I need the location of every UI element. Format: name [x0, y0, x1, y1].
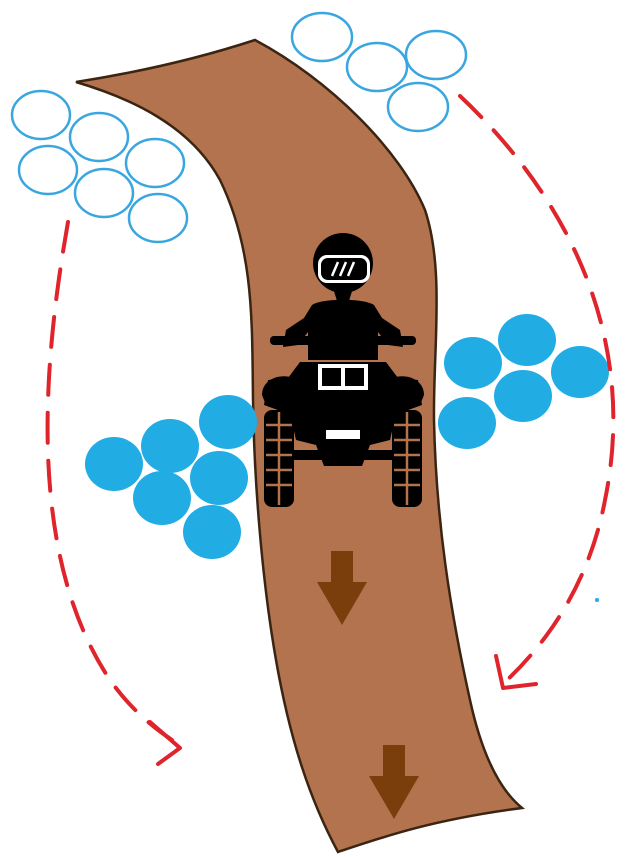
filled-circle — [85, 437, 143, 491]
open-circle — [406, 31, 466, 79]
open-circle — [75, 169, 133, 217]
open-circle — [70, 113, 128, 161]
open-circle — [292, 13, 352, 61]
filled-circle — [494, 370, 552, 422]
filled-circle-cluster-left — [85, 395, 257, 559]
filled-circle — [438, 397, 496, 449]
filled-circle — [183, 505, 241, 559]
filled-circle — [141, 419, 199, 473]
open-circle — [126, 139, 184, 187]
filled-circle — [444, 337, 502, 389]
open-circle — [19, 146, 77, 194]
filled-circle — [133, 471, 191, 525]
open-circle — [388, 83, 448, 131]
filled-circle — [190, 451, 248, 505]
open-circle — [347, 43, 407, 91]
filled-circle-cluster-right — [438, 314, 609, 449]
chevron-left-path-icon — [150, 722, 180, 764]
open-circle — [129, 194, 187, 242]
small-dot — [595, 598, 599, 602]
open-circle — [12, 91, 70, 139]
filled-circle — [498, 314, 556, 366]
filled-circle — [551, 346, 609, 398]
filled-circle — [199, 395, 257, 449]
